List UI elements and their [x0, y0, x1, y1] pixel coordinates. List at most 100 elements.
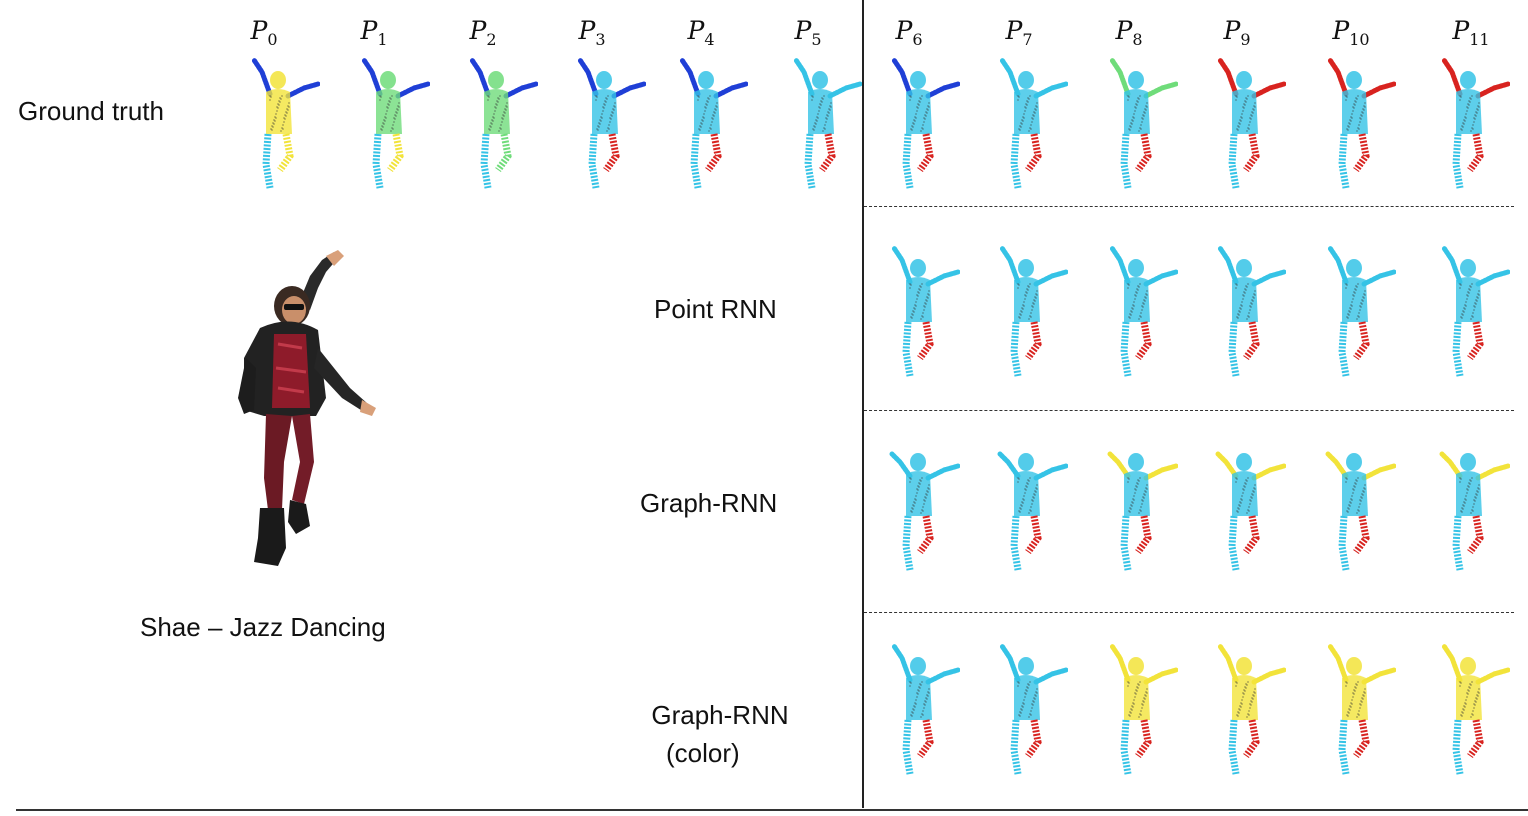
- point-cloud-cell: [1316, 245, 1397, 390]
- point-cloud-cell: [1316, 440, 1397, 584]
- frame-label-base: P: [1332, 16, 1350, 45]
- point-cloud-point-rnn-9: [1217, 245, 1287, 377]
- point-cloud-gt-2: [469, 57, 539, 189]
- point-cloud-cell: [668, 57, 749, 202]
- point-cloud-gt-1: [361, 57, 431, 189]
- frame-label-sub: 9: [1240, 30, 1251, 49]
- point-cloud-gt-11: [1441, 57, 1511, 189]
- point-cloud-gt-4: [679, 57, 749, 189]
- point-cloud-cell: [1430, 245, 1511, 390]
- frame-label-base: P: [895, 16, 913, 45]
- point-cloud-cell: [988, 643, 1069, 788]
- row-label-ground-truth: Ground truth: [18, 96, 164, 126]
- frame-label-sub: 3: [595, 30, 606, 49]
- point-cloud-point-rnn-6: [891, 245, 961, 377]
- row-divider-2: [864, 410, 1514, 411]
- point-cloud-gt-9: [1217, 57, 1287, 189]
- frame-label-sub: 4: [704, 30, 715, 49]
- frame-label-0: P0: [229, 16, 299, 49]
- row-label-graph-rnn-color-line2: (color): [666, 738, 740, 768]
- point-cloud-gt-7: [999, 57, 1069, 189]
- frame-label-sub: 1: [377, 30, 388, 49]
- row-divider-1: [864, 206, 1514, 207]
- point-cloud-gt-3: [577, 57, 647, 189]
- frame-label-base: P: [1452, 16, 1470, 45]
- frame-label-5: P5: [773, 16, 843, 49]
- frame-label-sub: 6: [912, 30, 923, 49]
- point-cloud-cell: [1206, 57, 1287, 202]
- frame-label-sub: 2: [486, 30, 497, 49]
- point-cloud-cell: [1098, 245, 1179, 390]
- frame-label-base: P: [250, 16, 268, 45]
- row-divider-3: [864, 612, 1514, 613]
- point-cloud-graph-rnn-6: [889, 451, 961, 571]
- frame-label-base: P: [578, 16, 596, 45]
- point-cloud-cell: [1316, 57, 1397, 202]
- point-cloud-gt-6: [891, 57, 961, 189]
- point-cloud-cell: [880, 245, 961, 390]
- frame-label-sub: 11: [1469, 30, 1490, 49]
- frame-label-9: P9: [1202, 16, 1272, 49]
- row-label-graph-rnn: Graph-RNN: [640, 488, 778, 518]
- frame-label-10: P10: [1316, 16, 1386, 49]
- point-cloud-graph-rnn-8: [1107, 451, 1179, 571]
- frame-label-sub: 10: [1349, 30, 1370, 49]
- point-cloud-cell: [880, 57, 961, 202]
- point-cloud-cell: [1430, 440, 1511, 584]
- frame-label-1: P1: [339, 16, 409, 49]
- point-cloud-cell: [988, 245, 1069, 390]
- point-cloud-gt-10: [1327, 57, 1397, 189]
- point-cloud-cell: [350, 57, 431, 202]
- frame-label-8: P8: [1094, 16, 1164, 49]
- frame-label-base: P: [469, 16, 487, 45]
- frame-label-sub: 8: [1132, 30, 1143, 49]
- row-label-graph-rnn-color: Graph-RNN (color): [650, 696, 790, 772]
- row-label-point-rnn: Point RNN: [654, 294, 777, 324]
- point-cloud-cell: [1316, 643, 1397, 788]
- point-cloud-graph-rnn-10: [1325, 451, 1397, 571]
- point-cloud-cell: [880, 440, 961, 584]
- frame-label-base: P: [1115, 16, 1133, 45]
- frame-label-7: P7: [984, 16, 1054, 49]
- point-cloud-graph-rnn-color-6: [891, 643, 961, 775]
- frame-label-base: P: [360, 16, 378, 45]
- row-label-graph-rnn-color-line1: Graph-RNN: [651, 700, 789, 730]
- point-cloud-cell: [880, 643, 961, 788]
- point-cloud-graph-rnn-7: [997, 451, 1069, 571]
- dancer-avatar-image: [238, 250, 376, 566]
- point-cloud-graph-rnn-color-11: [1441, 643, 1511, 775]
- point-cloud-point-rnn-11: [1441, 245, 1511, 377]
- point-cloud-point-rnn-10: [1327, 245, 1397, 377]
- point-cloud-graph-rnn-color-7: [999, 643, 1069, 775]
- frame-label-11: P11: [1436, 16, 1506, 49]
- frame-label-3: P3: [557, 16, 627, 49]
- frame-label-6: P6: [874, 16, 944, 49]
- point-cloud-cell: [988, 440, 1069, 584]
- vertical-divider: [862, 0, 864, 808]
- frame-label-base: P: [1223, 16, 1241, 45]
- point-cloud-cell: [1098, 57, 1179, 202]
- point-cloud-cell: [782, 57, 863, 202]
- figure-caption: Shae – Jazz Dancing: [140, 612, 386, 642]
- point-cloud-gt-5: [793, 57, 863, 189]
- point-cloud-cell: [240, 57, 321, 202]
- point-cloud-cell: [458, 57, 539, 202]
- point-cloud-cell: [988, 57, 1069, 202]
- frame-label-base: P: [1005, 16, 1023, 45]
- point-cloud-graph-rnn-color-8: [1109, 643, 1179, 775]
- bottom-rule: [16, 809, 1528, 811]
- point-cloud-graph-rnn-color-9: [1217, 643, 1287, 775]
- point-cloud-graph-rnn-color-10: [1327, 643, 1397, 775]
- point-cloud-graph-rnn-11: [1439, 451, 1511, 571]
- point-cloud-point-rnn-8: [1109, 245, 1179, 377]
- point-cloud-cell: [566, 57, 647, 202]
- point-cloud-cell: [1206, 643, 1287, 788]
- point-cloud-cell: [1098, 643, 1179, 788]
- point-cloud-cell: [1098, 440, 1179, 584]
- point-cloud-gt-0: [251, 57, 321, 189]
- frame-label-sub: 5: [811, 30, 822, 49]
- frame-label-4: P4: [666, 16, 736, 49]
- point-cloud-cell: [1430, 643, 1511, 788]
- frame-label-2: P2: [448, 16, 518, 49]
- frame-label-base: P: [794, 16, 812, 45]
